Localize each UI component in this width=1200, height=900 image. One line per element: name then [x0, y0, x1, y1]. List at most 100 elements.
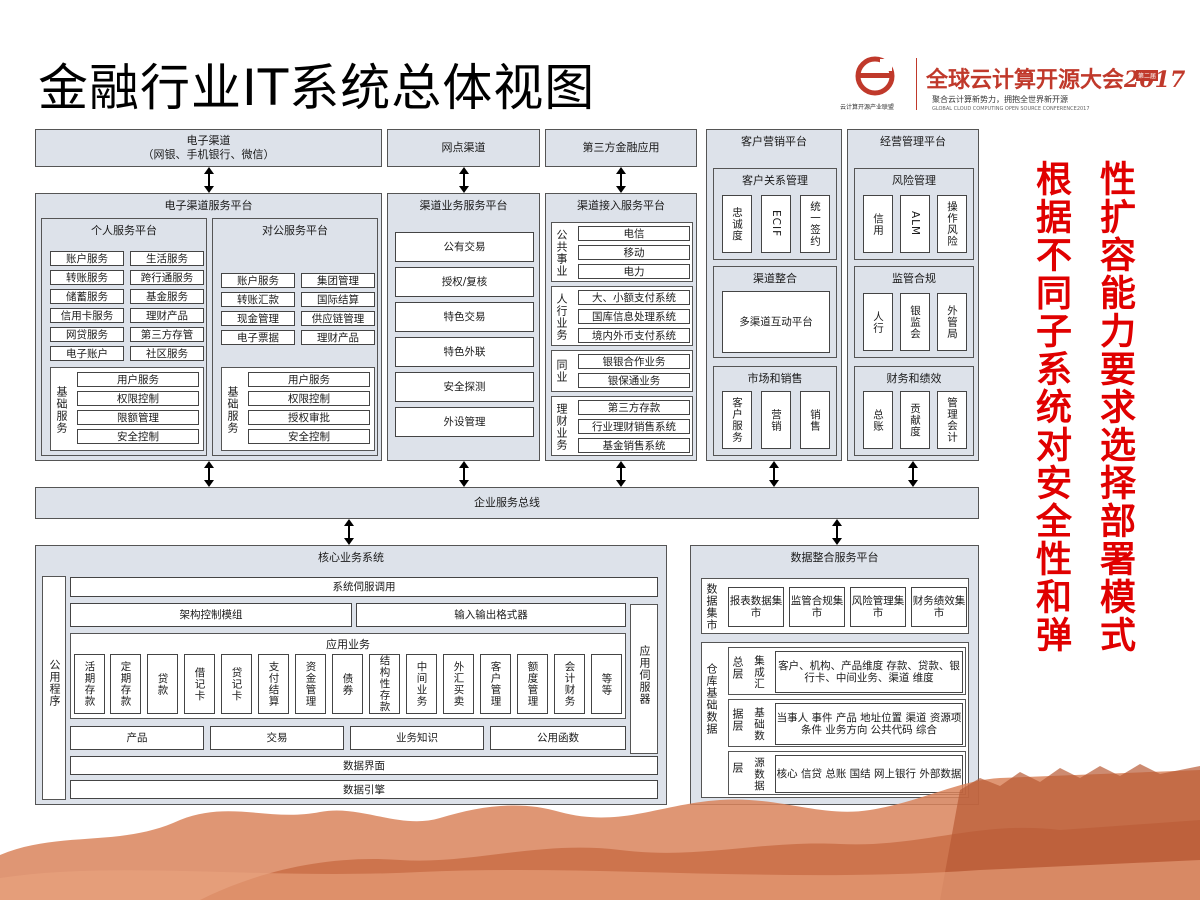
access-public-item-0: 电信 [578, 226, 690, 241]
great-wall-mountain-decoration [0, 764, 1200, 900]
sales-box: 市场和销售 客户服务 营销 销售 [713, 366, 837, 456]
access-pboc-item-2: 境内外币支付系统 [578, 328, 690, 343]
corporate-base-0: 用户服务 [248, 372, 370, 387]
e-channel-box: 电子渠道 （网银、手机银行、微信） [35, 129, 382, 167]
corporate-left-2: 现金管理 [221, 311, 295, 326]
e-channel-platform: 电子渠道服务平台 个人服务平台 账户服务 转账服务 储蓄服务 信用卡服务 网贷服… [35, 193, 382, 461]
compliance-box: 监管合规 人行 银监会 外管局 [854, 266, 974, 358]
channel-service-item-0: 公有交易 [395, 232, 534, 262]
data-integration-platform: 数据整合服务平台 数据集市 报表数据集市 监管合规集市 风险管理集市 财务绩效集… [690, 545, 979, 805]
core-apps-title: 应用业务 [326, 638, 370, 651]
third-party-title: 第三方金融应用 [582, 141, 660, 154]
layer-base-content: 当事人 事件 产品 地址位置 渠道 资源项 条件 业务方向 公共代码 综合 [775, 703, 963, 745]
access-group-pboc: 人行业务 大、小额支付系统 国库信息处理系统 境内外币支付系统 [551, 286, 693, 346]
enterprise-service-bus: 企业服务总线 [35, 487, 979, 519]
finance-box: 财务和绩效 总账 贡献度 管理会计 [854, 366, 974, 456]
channel-service-item-1: 授权/复核 [395, 267, 534, 297]
sales-item-1: 营销 [761, 391, 791, 449]
core-app-1: 定期存款 [110, 654, 141, 714]
core-data-engine: 数据引擎 [70, 780, 658, 799]
personal-left-3: 信用卡服务 [50, 308, 124, 323]
access-pboc-item-0: 大、小额支付系统 [578, 290, 690, 305]
alliance-divider [916, 58, 917, 110]
corporate-base-label: 基础服务 [226, 386, 239, 434]
access-group-public-label: 公共事业 [555, 229, 568, 277]
operation-title: 经营管理平台 [880, 135, 946, 148]
data-marts: 数据集市 报表数据集市 监管合规集市 风险管理集市 财务绩效集市 [701, 578, 969, 634]
e-channel-title: 电子渠道 [186, 134, 231, 147]
compliance-title: 监管合规 [892, 272, 936, 285]
personal-base-1: 权限控制 [77, 391, 199, 406]
core-app-server-label: 应用伺服器 [638, 645, 651, 705]
integration-title: 渠道整合 [753, 272, 797, 285]
arrow-esb-core [344, 519, 354, 545]
access-public-item-2: 电力 [578, 264, 690, 279]
core-app-14: 等等 [591, 654, 622, 714]
alliance-logo-icon [855, 56, 895, 96]
layer-integration: 总层 集成汇 客户、机构、产品维度 存款、贷款、银行卡、中间业务、渠道 维度 [728, 647, 966, 695]
arrow-e-channel [204, 167, 214, 193]
corporate-base-2: 授权审批 [248, 410, 370, 425]
mart-2: 风险管理集市 [850, 587, 906, 627]
personal-left-2: 储蓄服务 [50, 289, 124, 304]
channel-access-platform: 渠道接入服务平台 公共事业 电信 移动 电力 人行业务 大、小额支付系统 国库信… [545, 193, 697, 461]
risk-item-2: 操作风险 [937, 195, 967, 253]
access-wealth-item-1: 行业理财销售系统 [578, 419, 690, 434]
channel-service-item-4: 安全探测 [395, 372, 534, 402]
core-data-interface: 数据界面 [70, 756, 658, 775]
integration-box: 渠道整合 多渠道互动平台 [713, 266, 837, 358]
arrow-e-platform-esb [204, 461, 214, 487]
core-app-11: 客户管理 [480, 654, 511, 714]
compliance-item-1: 银监会 [900, 293, 930, 351]
data-warehouse-label: 仓库基础数据 [705, 663, 718, 735]
core-app-12: 额度管理 [517, 654, 548, 714]
core-app-7: 债券 [332, 654, 363, 714]
crm-item-1: ECIF [761, 195, 791, 253]
core-title: 核心业务系统 [318, 551, 384, 564]
access-pboc-item-1: 国库信息处理系统 [578, 309, 690, 324]
branch-channel-box: 网点渠道 [387, 129, 540, 167]
corporate-base-1: 权限控制 [248, 391, 370, 406]
personal-right-5: 社区服务 [130, 346, 204, 361]
personal-right-1: 跨行通服务 [130, 270, 204, 285]
corporate-right-3: 理财产品 [301, 330, 375, 345]
crm-item-0: 忠诚度 [722, 195, 752, 253]
crm-box: 客户关系管理 忠诚度 ECIF 统一签约 [713, 168, 837, 260]
core-app-8: 结构性存款 [369, 654, 400, 714]
corporate-base-services: 基础服务 用户服务 权限控制 授权审批 安全控制 [221, 367, 375, 451]
core-app-5: 支付结算 [258, 654, 289, 714]
finance-item-1: 贡献度 [900, 391, 930, 449]
mart-3: 财务绩效集市 [911, 587, 967, 627]
arrow-branch-channel [459, 167, 469, 193]
risk-item-0: 信用 [863, 195, 893, 253]
personal-platform: 个人服务平台 账户服务 转账服务 储蓄服务 信用卡服务 网贷服务 电子账户 生活… [41, 218, 207, 456]
core-arch-control: 架构控制模组 [70, 603, 352, 627]
core-app-6: 资金管理 [295, 654, 326, 714]
conference-slogan: 聚合云计算新势力，拥抱全世界新开源 [932, 95, 1068, 104]
channel-service-platform: 渠道业务服务平台 公有交易 授权/复核 特色交易 特色外联 安全探测 外设管理 [387, 193, 540, 461]
access-interbank-item-1: 银保通业务 [578, 373, 690, 388]
channel-service-title: 渠道业务服务平台 [419, 199, 508, 212]
corporate-right-0: 集团管理 [301, 273, 375, 288]
crm-item-2: 统一签约 [800, 195, 830, 253]
integration-item: 多渠道互动平台 [722, 291, 830, 353]
corporate-left-0: 账户服务 [221, 273, 295, 288]
personal-right-0: 生活服务 [130, 251, 204, 266]
access-wealth-item-0: 第三方存款 [578, 400, 690, 415]
arrow-operation-esb [908, 461, 918, 487]
personal-base-3: 安全控制 [77, 429, 199, 444]
channel-service-item-2: 特色交易 [395, 302, 534, 332]
personal-right-4: 第三方存管 [130, 327, 204, 342]
access-public-item-1: 移动 [578, 245, 690, 260]
risk-item-1: ALM [900, 195, 930, 253]
compliance-item-0: 人行 [863, 293, 893, 351]
personal-platform-title: 个人服务平台 [91, 224, 157, 237]
corporate-platform-title: 对公服务平台 [262, 224, 328, 237]
layer-base-name: 据层 [731, 708, 744, 732]
corporate-left-3: 电子票据 [221, 330, 295, 345]
access-group-public: 公共事业 电信 移动 电力 [551, 222, 693, 282]
core-app-13: 会计财务 [554, 654, 585, 714]
core-app-3: 借记卡 [184, 654, 215, 714]
personal-left-0: 账户服务 [50, 251, 124, 266]
alliance-caption: 云计算开源产业联盟 [840, 104, 895, 111]
